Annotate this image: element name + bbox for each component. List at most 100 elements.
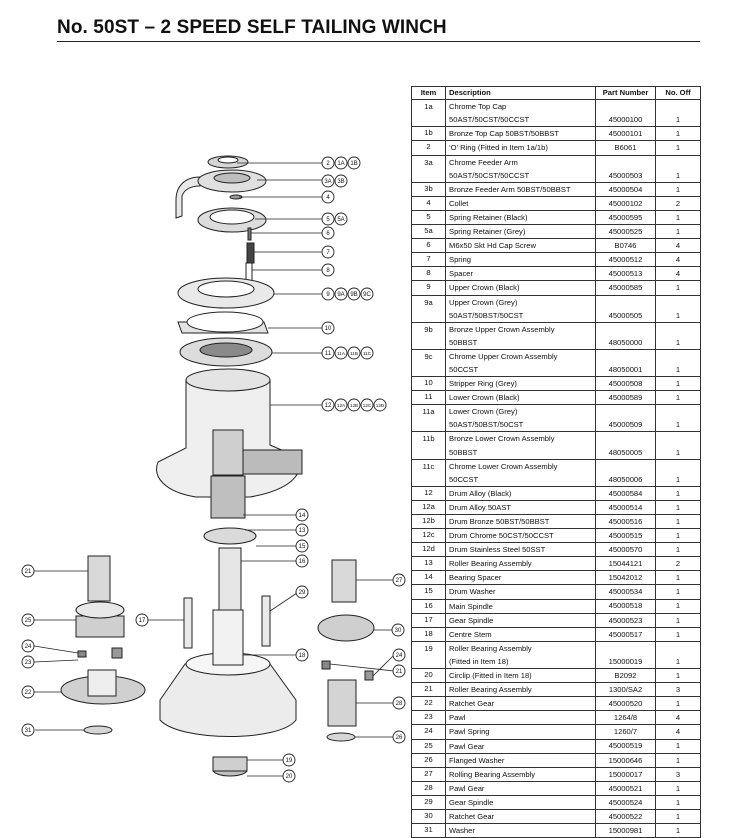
callout-label: 9 — [326, 292, 330, 298]
description-line: Lower Crown (Grey) — [449, 407, 518, 417]
cell-description: Drum Chrome 50CST/50CCST — [445, 528, 596, 544]
cell-no-off: 1 — [655, 780, 701, 796]
cell-description: ‘O’ Ring (Fitted in Item 1a/1b) — [445, 140, 596, 156]
cell-item: 12c — [411, 528, 446, 544]
description-line: Lower Crown (Black) — [449, 393, 520, 403]
description-line: Pawl — [449, 713, 466, 723]
callout-label: 23 — [25, 660, 32, 666]
cell-description: Main Spindle — [445, 598, 596, 614]
cell-item: 13 — [411, 556, 446, 572]
callout-circle — [360, 398, 374, 412]
description-line: ‘O’ Ring (Fitted in Item 1a/1b) — [449, 143, 548, 153]
callout-label: 12A — [337, 403, 346, 408]
pawl-gear-right — [327, 679, 357, 727]
cell-description: Roller Bearing Assembly — [445, 682, 596, 698]
cell-description: Gear Spindle — [445, 794, 596, 810]
callout-badge: 10 — [321, 321, 335, 335]
cell-item: 19 — [411, 640, 446, 670]
callout-badge: 3A — [321, 174, 335, 188]
cell-part-number: 1260/7 — [595, 724, 656, 740]
cell-part-number: 45000503 — [595, 154, 656, 183]
cell-description: Roller Bearing Assembly — [445, 556, 596, 572]
description-line: 50AST/50CST/50CCST — [449, 170, 530, 180]
callout-circle — [321, 398, 335, 412]
centre-stem — [159, 663, 297, 737]
callout-label: 11A — [337, 351, 346, 356]
cell-item: 29 — [411, 794, 446, 810]
column-header-no-off: No. Off — [655, 85, 701, 101]
description-line: 50AST/50BST/50CST — [449, 310, 524, 320]
callout-label: 31 — [25, 728, 32, 734]
description-line: 50BBST — [449, 447, 478, 457]
cell-no-off: 1 — [655, 696, 701, 712]
callout-circle — [135, 613, 149, 627]
description-line: Gear Spindle — [449, 615, 494, 625]
callout-badge: 24 — [392, 648, 406, 662]
callout-label: 21 — [396, 669, 403, 675]
callout-badge: 12D — [373, 398, 387, 412]
cell-part-number: 1264/8 — [595, 710, 656, 726]
cell-description: Circlip (Fitted in Item 18) — [445, 668, 596, 684]
cell-part-number: 45000584 — [595, 485, 656, 501]
callout-circle — [295, 539, 309, 553]
callout-circle — [360, 287, 374, 301]
cell-item: 1a — [411, 99, 446, 128]
callout-label: 2 — [326, 161, 330, 167]
cell-part-number: 15044121 — [595, 556, 656, 572]
callout-circle — [21, 613, 35, 627]
cell-item: 4 — [411, 195, 446, 211]
cell-part-number: B2092 — [595, 668, 656, 684]
callout-badge: 19 — [282, 753, 296, 767]
callout-label: 24 — [25, 644, 32, 650]
cell-item: 26 — [411, 752, 446, 768]
callout-label: 1A — [337, 161, 344, 167]
callout-badge: 16 — [295, 554, 309, 568]
callout-badge: 8 — [321, 263, 335, 277]
cell-item: 25 — [411, 738, 446, 754]
cell-description: Ratchet Gear — [445, 696, 596, 712]
callout-badge: 2 — [321, 156, 335, 170]
cell-description: Pawl Gear — [445, 738, 596, 754]
description-line: Bronze Lower Crown Assembly — [449, 434, 555, 444]
callout-label: 21 — [25, 569, 32, 575]
description-line: Drum Stainless Steel 50SST — [449, 545, 546, 555]
cell-no-off: 4 — [655, 710, 701, 726]
cell-no-off: 1 — [655, 431, 701, 460]
description-line: Drum Washer — [449, 587, 496, 597]
cell-part-number: 45000521 — [595, 780, 656, 796]
cell-no-off: 1 — [655, 584, 701, 600]
cell-description: Flanged Washer — [445, 752, 596, 768]
callout-circle — [392, 696, 406, 710]
cell-part-number: 45000508 — [595, 376, 656, 392]
callout-label: 6 — [326, 231, 330, 237]
cell-part-number: 45000518 — [595, 598, 656, 614]
cell-no-off: 4 — [655, 266, 701, 282]
description-line: Collet — [449, 198, 469, 208]
callout-circle — [334, 346, 348, 360]
callout-circle — [334, 156, 348, 170]
description-line: Bearing Spacer — [449, 573, 502, 583]
cell-item: 6 — [411, 238, 446, 254]
cell-description: Bronze Top Cap 50BST/50BBST — [445, 126, 596, 142]
description-line: Gear Spindle — [449, 797, 494, 807]
cell-item: 11a — [411, 404, 446, 433]
cell-part-number: 45000505 — [595, 294, 656, 323]
description-line: Chrome Feeder Arm — [449, 157, 518, 167]
cell-no-off: 1 — [655, 528, 701, 544]
callout-badge: 9C — [360, 287, 374, 301]
callout-circle — [392, 573, 406, 587]
cell-item: 11b — [411, 431, 446, 460]
callout-label: 9B — [350, 292, 357, 298]
cell-part-number: 45000595 — [595, 209, 656, 226]
callout-label: 12D — [376, 403, 385, 408]
page-title: No. 50ST – 2 SPEED SELF TAILING WINCH — [57, 17, 447, 38]
callout-circle — [282, 753, 296, 767]
